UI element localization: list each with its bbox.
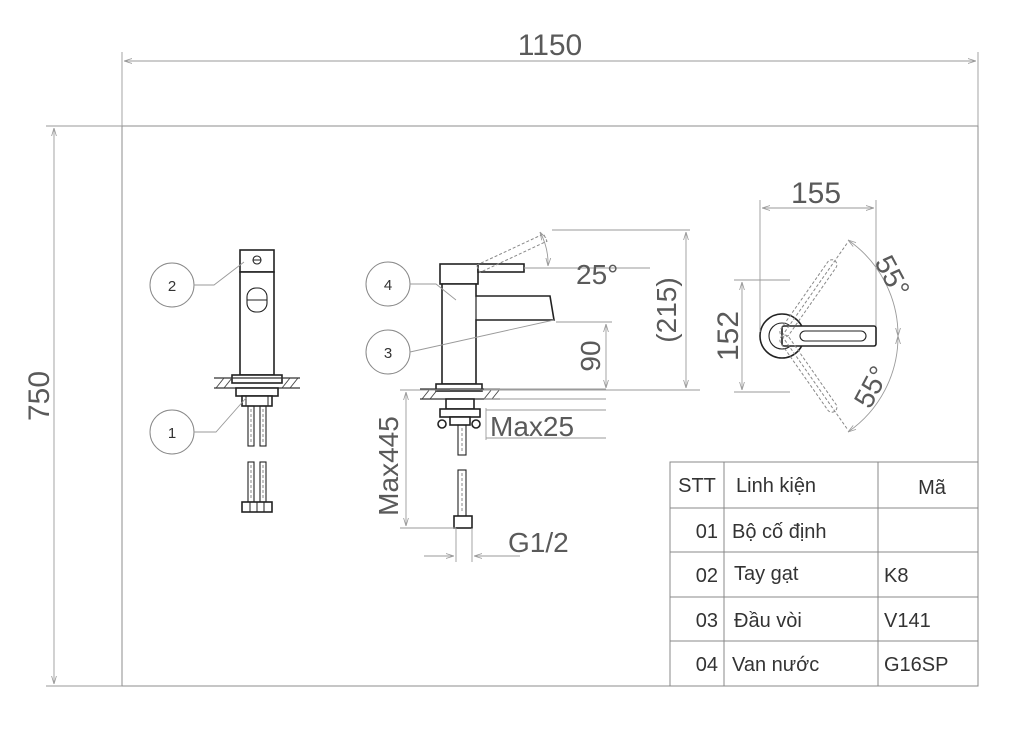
sheet-frame bbox=[121, 125, 979, 687]
table-header-code: Mã bbox=[918, 477, 947, 499]
table-cell: G16SP bbox=[884, 654, 948, 676]
svg-text:25°: 25° bbox=[576, 259, 618, 290]
table-cell: Tay gạt bbox=[734, 563, 799, 585]
svg-text:G1/2: G1/2 bbox=[508, 527, 569, 558]
svg-text:4: 4 bbox=[384, 277, 392, 294]
side-lever bbox=[477, 263, 525, 273]
table-cell: Van nước bbox=[732, 654, 819, 676]
top-lever bbox=[781, 325, 877, 347]
lever-angle-dimension: 25° bbox=[524, 229, 690, 290]
table-cell: Bộ cố định bbox=[732, 521, 827, 543]
svg-text:90: 90 bbox=[575, 340, 606, 371]
svg-text:155: 155 bbox=[791, 177, 841, 210]
svg-text:2: 2 bbox=[168, 278, 176, 295]
svg-text:Max25: Max25 bbox=[490, 411, 574, 442]
overall-width-label: 1150 bbox=[518, 29, 583, 62]
table-header-part: Linh kiện bbox=[736, 475, 816, 497]
front-view bbox=[214, 249, 300, 513]
total-height-dimension: (215) bbox=[480, 232, 700, 391]
table-header-stt: STT bbox=[678, 475, 716, 497]
front-lever-cap bbox=[239, 249, 275, 273]
thread-dimension: G1/2 bbox=[424, 527, 569, 562]
svg-text:152: 152 bbox=[712, 311, 745, 361]
callout-4: 4 bbox=[365, 261, 457, 307]
side-lever-cap bbox=[439, 263, 479, 285]
callout-2: 2 bbox=[149, 261, 245, 308]
overall-width-dimension: 1150 bbox=[121, 29, 979, 126]
spout-height-dimension: 90 bbox=[556, 321, 612, 388]
top-width-dimension: 155 bbox=[759, 177, 877, 332]
table-row: 03 bbox=[696, 610, 718, 632]
table-row: 04 bbox=[696, 654, 718, 676]
max-length-dimension: Max445 bbox=[373, 389, 456, 529]
callout-3: 3 bbox=[365, 319, 555, 375]
svg-text:Max445: Max445 bbox=[373, 416, 404, 516]
callout-1: 1 bbox=[149, 397, 247, 455]
top-view bbox=[759, 240, 898, 432]
table-row: 01 bbox=[696, 521, 718, 543]
top-depth-dimension: 152 bbox=[712, 279, 790, 393]
angle-bottom-label: 55° bbox=[848, 361, 895, 413]
table-cell: K8 bbox=[884, 565, 908, 587]
parts-table: STT Linh kiện Mã 01 Bộ cố định 02 Tay gạ… bbox=[669, 461, 979, 687]
svg-text:3: 3 bbox=[384, 345, 392, 362]
overall-height-label: 750 bbox=[23, 371, 56, 421]
max-thickness-dimension: Max25 bbox=[484, 388, 606, 442]
svg-text:1: 1 bbox=[168, 425, 176, 442]
table-row: 02 bbox=[696, 565, 718, 587]
table-cell: Đầu vòi bbox=[734, 610, 802, 632]
table-cell: V141 bbox=[884, 610, 931, 632]
side-view bbox=[420, 233, 555, 529]
svg-text:(215): (215) bbox=[651, 277, 682, 342]
side-body bbox=[441, 283, 555, 385]
overall-height-dimension: 750 bbox=[23, 125, 122, 687]
